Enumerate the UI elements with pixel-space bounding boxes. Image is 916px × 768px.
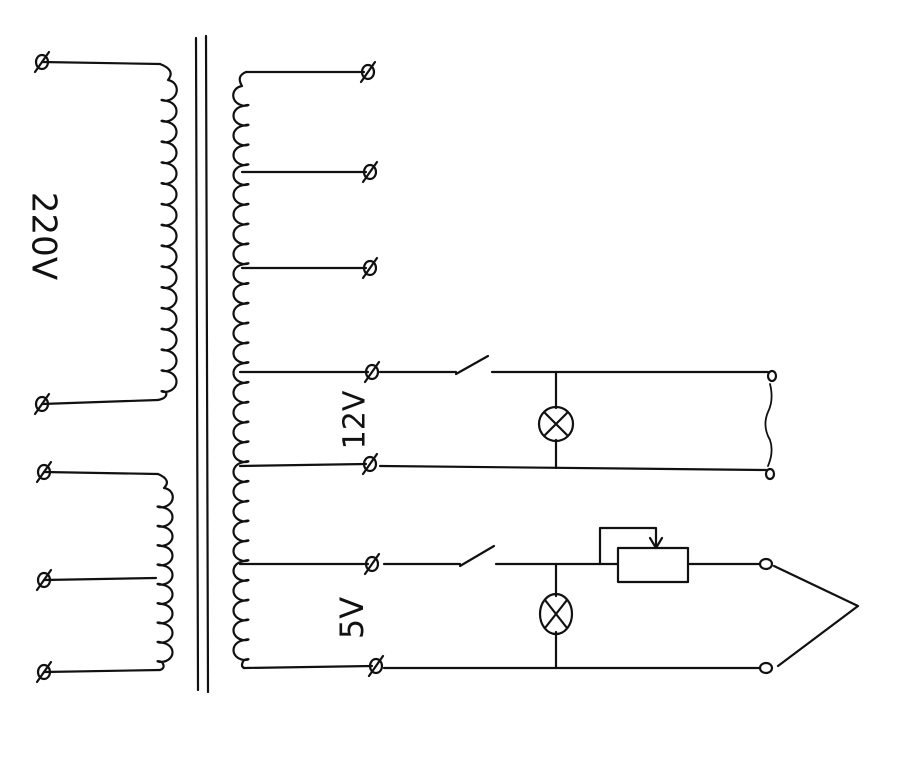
circuit-5v: [382, 526, 860, 675]
switch-5v: [458, 544, 496, 568]
terminal-primary-top: [33, 50, 51, 74]
output-terminal-12v-a: [766, 369, 778, 383]
terminal-secondary-6: [363, 552, 381, 576]
circuit-12v: [378, 354, 778, 481]
output-terminal-5v-a: [758, 557, 774, 571]
output-terminal-5v-b: [758, 661, 774, 675]
secondary-winding: [232, 70, 374, 670]
label-12v: 12V: [338, 390, 373, 449]
terminal-aux-3: [35, 660, 53, 684]
label-5v: 5V: [333, 597, 371, 639]
primary-winding: [40, 60, 178, 406]
terminal-secondary-5: [361, 452, 379, 476]
lamp-12v: [537, 405, 575, 443]
output-terminal-12v-b: [764, 467, 776, 481]
terminal-aux-2: [35, 568, 53, 592]
terminals: [33, 50, 385, 684]
terminal-secondary-4: [363, 360, 381, 384]
terminal-secondary-1: [359, 60, 377, 84]
output-link-5v: [772, 564, 860, 668]
label-220v: 220V: [24, 192, 64, 280]
terminal-secondary-7: [367, 654, 385, 678]
auxiliary-winding: [42, 470, 174, 674]
lamp-5v: [538, 592, 574, 636]
terminal-secondary-2: [361, 160, 379, 184]
terminal-primary-bottom: [33, 392, 51, 416]
switch-12v: [454, 354, 490, 376]
terminal-secondary-3: [361, 256, 379, 280]
rheostat: [598, 526, 690, 584]
terminal-aux-1: [35, 460, 53, 484]
output-link-12v: [764, 383, 773, 467]
transformer-core: [194, 34, 210, 694]
